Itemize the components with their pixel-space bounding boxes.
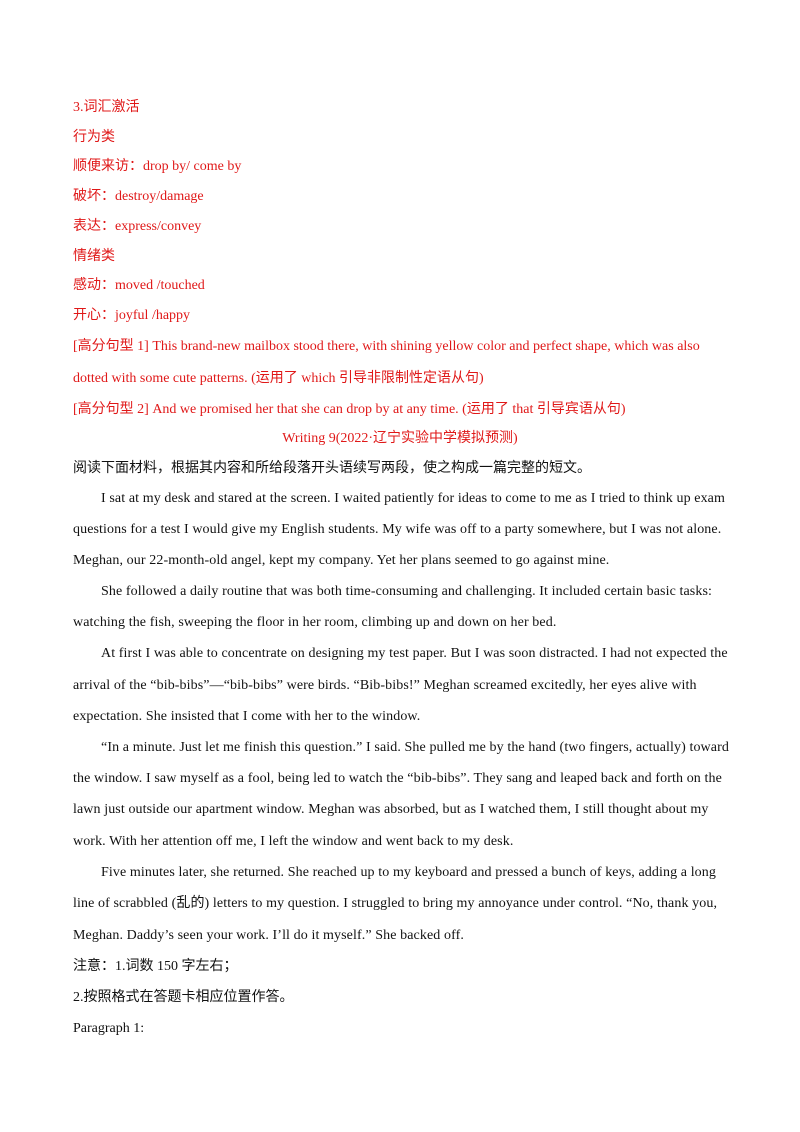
pattern-1-line-1: [高分句型 1] This brand-new mailbox stood th… [73, 339, 700, 354]
passage-line: At first I was able to concentrate on de… [101, 646, 728, 661]
writing-instruction: 阅读下面材料，根据其内容和所给段落开头语续写两段，使之构成一篇完整的短文。 [73, 461, 591, 476]
passage-line: lawn just outside our apartment window. … [73, 802, 709, 817]
passage-line: arrival of the “bib-bibs”—“bib-bibs” wer… [73, 678, 697, 693]
vocab-item-happy: 开心：joyful /happy [73, 308, 191, 323]
passage-line: watching the fish, sweeping the floor in… [73, 615, 557, 630]
note-word-count: 注意：1.词数 150 字左右； [73, 959, 238, 974]
passage-line: questions for a test I would give my Eng… [73, 522, 722, 537]
passage-line: Five minutes later, she returned. She re… [101, 865, 716, 880]
passage-line: “In a minute. Just let me finish this qu… [101, 740, 729, 755]
passage-line: expectation. She insisted that I come wi… [73, 709, 421, 724]
passage-line: the window. I saw myself as a fool, bein… [73, 771, 722, 786]
vocab-heading: 3.词汇激活 [73, 100, 140, 115]
vocab-item-moved: 感动：moved /touched [73, 278, 205, 293]
writing-title: Writing 9(2022·辽宁实验中学模拟预测) [282, 431, 518, 446]
category-emotion: 情绪类 [73, 249, 115, 264]
passage-line: I sat at my desk and stared at the scree… [101, 491, 725, 506]
passage-line: Meghan. Daddy’s seen your work. I’ll do … [73, 928, 464, 943]
vocab-item-drop-by: 顺便来访：drop by/ come by [73, 159, 242, 174]
category-behavior: 行为类 [73, 130, 115, 145]
vocab-item-destroy: 破坏：destroy/damage [73, 189, 204, 204]
paragraph-label: Paragraph 1: [73, 1021, 145, 1036]
vocab-item-express: 表达：express/convey [73, 219, 202, 234]
pattern-1-line-2: dotted with some cute patterns. (运用了 whi… [73, 371, 484, 386]
passage-line: Meghan, our 22-month-old angel, kept my … [73, 553, 610, 568]
passage-line: work. With her attention off me, I left … [73, 834, 514, 849]
passage-line: line of scrabbled (乱的) letters to my que… [73, 896, 718, 911]
pattern-2: [高分句型 2] And we promised her that she ca… [73, 402, 626, 417]
note-format: 2.按照格式在答题卡相应位置作答。 [73, 990, 294, 1005]
passage-line: She followed a daily routine that was bo… [101, 584, 712, 599]
